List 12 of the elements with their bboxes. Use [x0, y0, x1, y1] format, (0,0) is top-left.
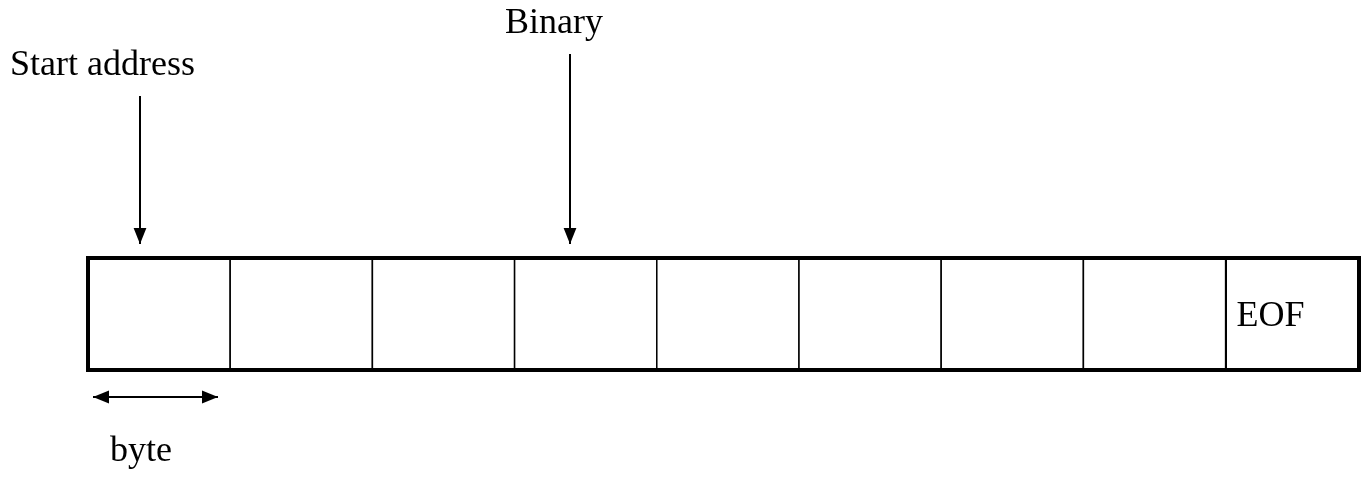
arrow [133, 95, 147, 245]
arrow [563, 53, 577, 245]
memory-cell [1082, 257, 1227, 371]
memory-cell [940, 257, 1085, 371]
memory-cell [513, 257, 658, 371]
memory-cell [798, 257, 942, 371]
text-label: Start address [10, 42, 195, 84]
memory-cell [229, 257, 374, 371]
text-label: Binary [505, 0, 603, 42]
memory-cell [371, 257, 516, 371]
memory-cell [656, 257, 800, 371]
dimension-label: byte [110, 428, 172, 470]
